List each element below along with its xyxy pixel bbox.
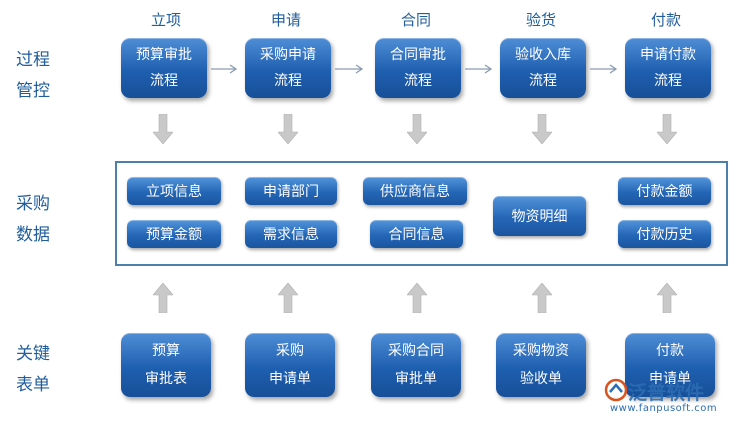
down-arrow-icon <box>532 114 552 144</box>
form-box-contract-approval-form: 采购合同 审批单 <box>371 333 461 397</box>
watermark-brand: 泛普软件 <box>628 382 705 404</box>
row-label-data: 采购 数据 <box>16 194 50 245</box>
up-arrow-icon <box>532 283 552 313</box>
tag-budget-amount: 预算金额 <box>127 220 221 248</box>
down-arrow-icon <box>153 114 173 144</box>
down-arrow-icon <box>278 114 298 144</box>
down-arrow-icon <box>407 114 427 144</box>
tag-payment-history: 付款历史 <box>618 220 711 248</box>
up-arrow-icon <box>657 283 677 313</box>
stage-label-lixiang: 立项 <box>150 11 181 29</box>
tag-supplier-info: 供应商信息 <box>363 177 467 205</box>
connector-arrow-4 <box>590 64 618 74</box>
up-arrow-icon <box>407 283 427 313</box>
process-box-purchase-request: 采购申请 流程 <box>245 38 331 98</box>
process-box-inspection-storage: 验收入库 流程 <box>500 38 586 98</box>
tag-project-info: 立项信息 <box>127 177 221 205</box>
form-box-budget-approval-sheet: 预算 审批表 <box>121 333 211 397</box>
tag-payment-amount: 付款金额 <box>618 177 711 205</box>
stage-label-hetong: 合同 <box>400 11 431 29</box>
tag-request-department: 申请部门 <box>245 177 337 205</box>
watermark-url: www.fanpusoft.com <box>610 403 718 414</box>
row-label-forms: 关键 表单 <box>16 344 50 395</box>
form-box-material-acceptance-form: 采购物资 验收单 <box>496 333 586 397</box>
watermark: 泛普软件 www.fanpusoft.com <box>604 376 734 422</box>
form-box-payment-request-form: 付款 申请单 <box>625 333 715 397</box>
process-box-payment-request: 申请付款 流程 <box>625 38 711 98</box>
connector-arrow-3 <box>465 64 493 74</box>
form-box-purchase-request-form: 采购 申请单 <box>245 333 335 397</box>
connector-arrow-1 <box>211 64 238 74</box>
process-box-contract-approval: 合同审批 流程 <box>375 38 461 98</box>
stage-label-yanhuo: 验货 <box>525 11 556 29</box>
stage-label-fukuan: 付款 <box>650 11 681 29</box>
tag-contract-info: 合同信息 <box>370 220 463 248</box>
tag-demand-info: 需求信息 <box>245 220 337 248</box>
row-label-process: 过程 管控 <box>16 50 50 101</box>
brand-logo-icon <box>604 378 628 402</box>
stage-label-shenqing: 申请 <box>270 11 301 29</box>
up-arrow-icon <box>153 283 173 313</box>
tag-material-details: 物资明细 <box>493 196 586 236</box>
up-arrow-icon <box>278 283 298 313</box>
down-arrow-icon <box>657 114 677 144</box>
connector-arrow-2 <box>335 64 364 74</box>
process-box-budget-approval: 预算审批 流程 <box>121 38 207 98</box>
